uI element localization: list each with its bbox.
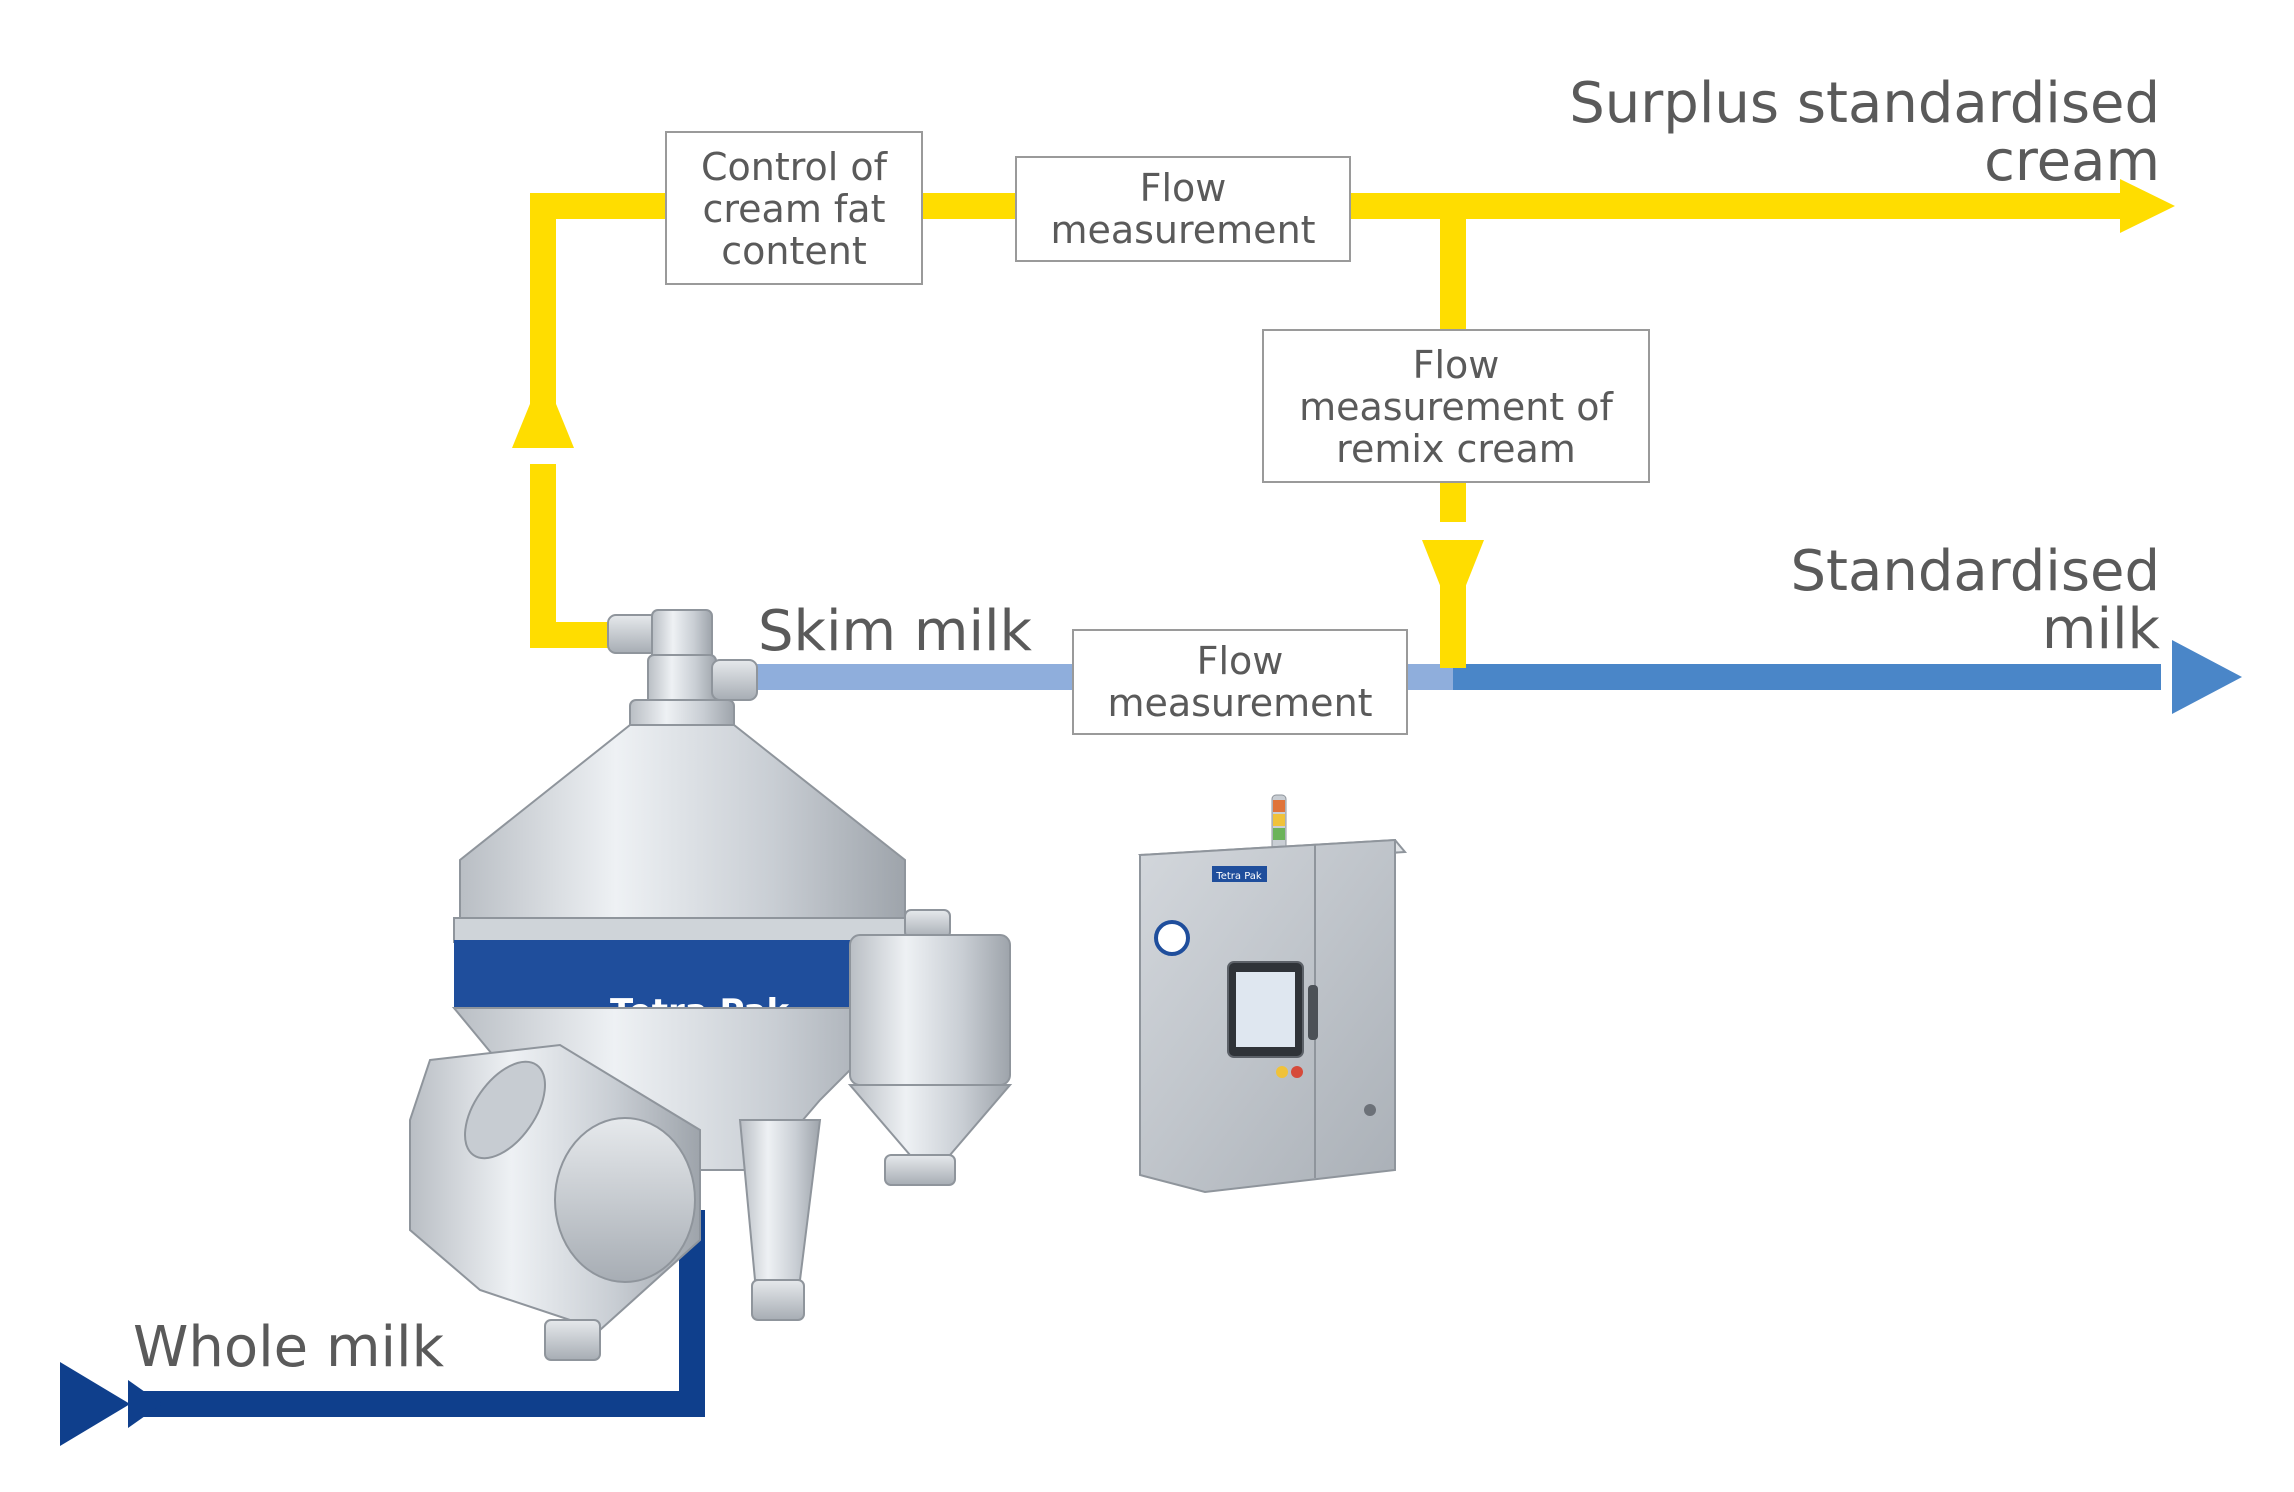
box-flow-remix-line2: measurement of: [1299, 385, 1614, 429]
standardised-line: [1453, 664, 2161, 690]
surplus-cream-label-line1: Surplus standardised: [1569, 71, 2160, 136]
whole-milk-arrow-left-icon: [60, 1362, 130, 1446]
separator-foot: [751, 1279, 805, 1321]
remix-down-arrow-icon: [1422, 540, 1484, 618]
box-flow-remix-line3: remix cream: [1336, 427, 1576, 471]
inlet-foot: [544, 1319, 601, 1361]
box-flow-skim: Flow measurement: [1072, 629, 1408, 735]
box-flow-skim-line1: Flow: [1197, 639, 1284, 683]
whole-milk-label: Whole milk: [133, 1315, 445, 1380]
separator-cone: [459, 724, 906, 921]
touchscreen-display: [1236, 972, 1295, 1047]
cream-up-arrow-icon: [512, 372, 574, 448]
signal-light-green: [1273, 828, 1285, 840]
separator-leg: [738, 1119, 822, 1281]
signal-light-yellow: [1273, 814, 1285, 826]
cabinet-brand-plate: [1212, 866, 1267, 882]
hopper-funnel: [847, 1084, 1013, 1156]
separator: Tetra Pak: [409, 609, 1013, 1361]
cream-line-bottom: [530, 622, 620, 648]
box-flow-remix-line1: Flow: [1413, 343, 1500, 387]
box-flow-skim-line2: measurement: [1107, 681, 1372, 725]
remix-joint: [1440, 618, 1466, 668]
hopper-outlet: [884, 1154, 956, 1186]
separator-band: [454, 940, 912, 1008]
box-flow-cream-frame: [1015, 156, 1351, 262]
box-flow-remix: Flow measurement of remix cream: [1262, 329, 1650, 483]
box-control-fat: Control of cream fat content: [665, 131, 923, 285]
cabinet-brand-label: Tetra Pak: [1215, 871, 1262, 882]
whole-milk-horizontal: [130, 1391, 705, 1417]
cabinet-handle: [1308, 985, 1318, 1040]
hopper-body: [849, 934, 1011, 1086]
cream-arrow-gap: [526, 448, 560, 464]
cabinet-lock: [1364, 1104, 1376, 1116]
remix-arrow-gap: [1436, 522, 1470, 540]
skim-outlet-fitting: [711, 659, 758, 701]
box-flow-cream: Flow measurement: [1015, 156, 1351, 262]
box-control-fat-line1: Control of: [701, 145, 889, 189]
tetra-pak-logo-icon: [1154, 920, 1190, 956]
skim-milk-label: Skim milk: [758, 599, 1033, 664]
box-control-fat-frame: [665, 131, 923, 285]
separator-band-top: [453, 917, 913, 943]
box-flow-cream-line1: Flow: [1140, 166, 1227, 210]
box-control-fat-line3: content: [721, 229, 867, 273]
box-flow-remix-frame: [1262, 329, 1650, 483]
stop-button: [1291, 1066, 1303, 1078]
cabinet-logo: Tetra Pak: [1154, 866, 1267, 956]
inlet-port: [554, 1117, 696, 1283]
hopper-top: [904, 909, 951, 939]
standardised-milk-label-line2: milk: [2042, 597, 2161, 662]
surplus-cream-arrow-icon: [2120, 179, 2175, 233]
box-flow-skim-frame: [1072, 629, 1408, 735]
standardised-milk-label-line1: Standardised: [1791, 539, 2161, 604]
box-flow-cream-line2: measurement: [1050, 208, 1315, 252]
box-control-fat-line2: cream fat: [702, 187, 885, 231]
inlet-port-slot: [464, 1060, 546, 1160]
whole-milk-arrow-mid-icon: [128, 1380, 162, 1428]
standardised-arrow-icon: [2172, 640, 2242, 714]
surplus-cream-label-line2: cream: [1984, 129, 2160, 194]
cream-outlet-fitting: [607, 614, 659, 654]
start-button: [1276, 1066, 1288, 1078]
signal-light-red: [1273, 800, 1285, 812]
control-cabinet: Tetra Pak: [1138, 794, 1408, 1194]
